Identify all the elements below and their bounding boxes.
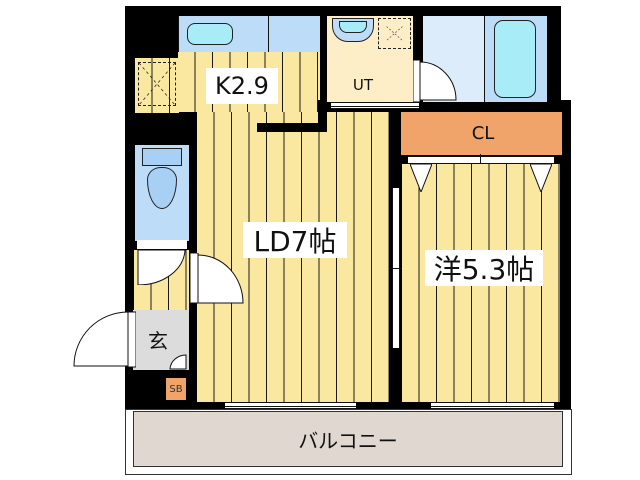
- kitchen-partition-vertical: [318, 100, 327, 132]
- shoe-box-door: [168, 354, 188, 370]
- kitchen-counter: [178, 16, 320, 52]
- bathroom-door[interactable]: [413, 60, 458, 102]
- balcony: バルコニー: [133, 411, 563, 467]
- toilet-tank-icon: [142, 148, 182, 166]
- bathtub-icon: [494, 20, 536, 98]
- closet-door-swing-left: [410, 164, 432, 192]
- closet-door[interactable]: [408, 154, 554, 166]
- living-dining-label: LD7帖: [243, 222, 347, 258]
- toilet-door[interactable]: [136, 240, 188, 285]
- kitchen-partition: [257, 123, 325, 132]
- fridge-space: [135, 58, 179, 113]
- bathtub-area: [484, 16, 547, 102]
- kitchen-label: K2.9: [206, 68, 278, 104]
- toilet-room: [135, 145, 189, 241]
- closet: CL: [401, 112, 562, 155]
- entrance-label: 玄: [148, 328, 168, 353]
- utility-room: UT: [327, 16, 413, 102]
- kitchen-sink-icon: [187, 23, 233, 45]
- washbasin-icon: [332, 18, 374, 42]
- closet-label: CL: [471, 122, 495, 144]
- toilet-bowl-icon: [147, 167, 177, 209]
- utility-sliding-door[interactable]: [331, 102, 419, 109]
- living-door[interactable]: [190, 253, 245, 308]
- ld-window[interactable]: [225, 402, 356, 409]
- front-door[interactable]: [72, 310, 136, 370]
- sliding-door-ld-western[interactable]: [390, 188, 402, 348]
- western-room-label: 洋5.3帖: [425, 250, 543, 286]
- western-room-window[interactable]: [431, 402, 554, 409]
- utility-label: UT: [352, 76, 374, 94]
- shoe-box: SB: [166, 378, 186, 400]
- fridge-icon: [138, 62, 176, 106]
- closet-door-swing-right: [530, 164, 552, 192]
- washing-machine-space-icon: [378, 18, 411, 49]
